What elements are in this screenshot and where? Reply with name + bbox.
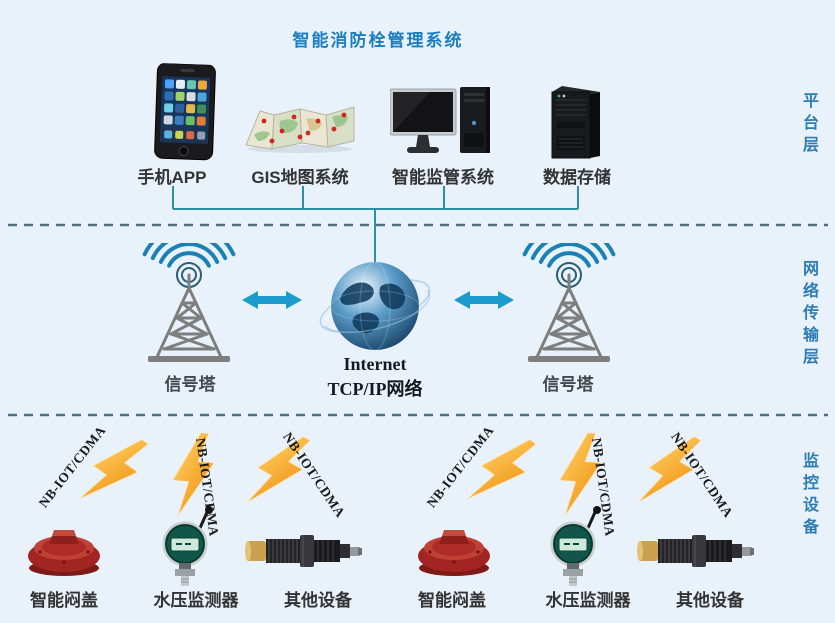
hydrant-cap-icon bbox=[28, 530, 100, 576]
hydrant-cap-icon bbox=[418, 530, 490, 576]
device-label-cap-right: 智能闷盖 bbox=[418, 591, 486, 610]
server-icon bbox=[551, 86, 600, 159]
device-label-other-right: 其他设备 bbox=[676, 591, 744, 610]
cylindrical-sensor-icon bbox=[636, 534, 754, 568]
platform-item-label-phone-app: 手机APP bbox=[137, 168, 207, 187]
map-icon bbox=[245, 106, 355, 153]
desktop-computer-icon bbox=[390, 87, 490, 153]
signal-tower-right-icon bbox=[522, 243, 616, 364]
smartphone-icon bbox=[154, 62, 216, 161]
device-label-other-left: 其他设备 bbox=[284, 591, 352, 610]
device-label-cap-left: 智能闷盖 bbox=[30, 591, 98, 610]
side-label-platform: 平台层 bbox=[800, 92, 817, 158]
bidirectional-arrow-left-icon bbox=[242, 291, 302, 309]
globe-icon bbox=[319, 261, 431, 351]
platform-item-label-data-storage: 数据存储 bbox=[543, 168, 611, 187]
internet-line1: Internet bbox=[343, 354, 407, 374]
page-title: 智能消防栓管理系统 bbox=[292, 31, 464, 50]
platform-item-label-monitor-system: 智能监管系统 bbox=[392, 168, 494, 187]
platform-item-label-gis-map: GIS地图系统 bbox=[251, 168, 349, 187]
device-label-pressure-left: 水压监测器 bbox=[153, 591, 239, 610]
internet-line2: TCP/IP网络 bbox=[327, 379, 423, 399]
side-label-devices: 监控设备 bbox=[800, 452, 817, 540]
bidirectional-arrow-right-icon bbox=[454, 291, 514, 309]
internet-label: Internet TCP/IP网络 bbox=[327, 352, 422, 402]
cylindrical-sensor-icon bbox=[244, 534, 362, 568]
device-label-pressure-right: 水压监测器 bbox=[545, 591, 631, 610]
pressure-monitor-icon bbox=[550, 504, 603, 588]
tower-label-right: 信号塔 bbox=[542, 375, 594, 394]
side-label-network: 网络传输层 bbox=[800, 260, 817, 370]
tower-label-left: 信号塔 bbox=[164, 375, 216, 394]
